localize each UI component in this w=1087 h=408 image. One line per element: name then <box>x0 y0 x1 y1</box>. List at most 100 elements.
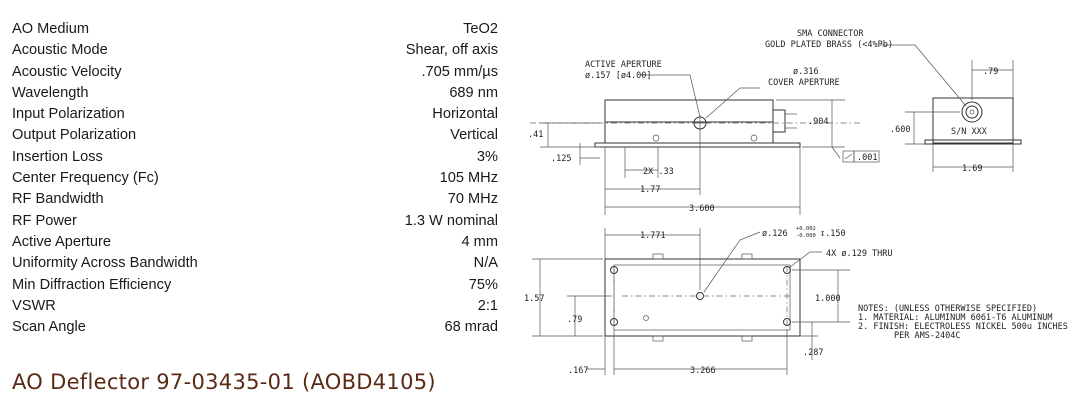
housing-top-outline <box>613 264 791 331</box>
spec-label: Input Polarization <box>12 106 125 123</box>
flatness-symbol <box>844 153 853 160</box>
spec-label: Acoustic Velocity <box>12 63 122 80</box>
notes-heading: NOTES: (UNLESS OTHERWISE SPECIFIED) <box>858 304 1037 314</box>
spec-value: 689 nm <box>449 84 498 101</box>
dim-079-top: .79 <box>983 67 998 77</box>
top-view: 1.771 ø.126 +0.002 -0.000 ↧.150 4X ø.129… <box>524 226 893 376</box>
mechanical-drawing: ACTIVE APERTURE ø.157 [ø4.00] ø.316 COVE… <box>524 29 1068 376</box>
sma-connector-label: SMA CONNECTOR <box>797 29 864 39</box>
flatness-value: .001 <box>857 153 877 163</box>
sma-connector-side <box>772 109 786 133</box>
spec-value: N/A <box>473 255 498 272</box>
dim-3600: 3.600 <box>689 204 715 214</box>
screw-head <box>652 134 660 142</box>
spec-value: Shear, off axis <box>405 42 498 59</box>
foot-tab <box>741 335 753 342</box>
flatness-leader <box>831 146 841 159</box>
spec-row: Output Polarization Vertical <box>12 125 498 146</box>
spec-value: 2:1 <box>477 297 498 314</box>
housing-end-outline <box>932 97 1014 144</box>
serial-label: S/N XXX <box>951 127 988 137</box>
base-plate-end <box>924 139 1022 145</box>
spec-row: Acoustic Velocity .705 mm/µs <box>12 62 498 83</box>
notes-spec: PER AMS-2404C <box>894 331 961 341</box>
spec-label: RF Power <box>12 212 77 229</box>
cover-aperture-leader <box>705 87 760 119</box>
dim-1000: 1.000 <box>815 294 841 304</box>
dim-079-bottom: .79 <box>567 315 582 325</box>
tapped-hole-leader <box>703 231 761 293</box>
spec-row: RF Power 1.3 W nominal <box>12 211 498 232</box>
sma-material-label: GOLD PLATED BRASS (<4%Pb) <box>765 40 893 50</box>
pin-hole <box>643 315 649 321</box>
sma-connector-leader <box>880 44 967 107</box>
spec-row: Active Aperture 4 mm <box>12 232 498 253</box>
tapped-hole-dia: ø.126 <box>762 229 788 239</box>
spec-value: Horizontal <box>432 106 498 123</box>
spec-label: VSWR <box>12 297 56 314</box>
spec-row: Min Diffraction Efficiency 75% <box>12 275 498 296</box>
spec-value: 68 mrad <box>444 319 498 336</box>
dim-0287: .287 <box>803 348 823 358</box>
dim-3266: 3.266 <box>690 366 716 376</box>
spec-value: 75% <box>468 276 498 293</box>
tapped-hole-depth: ↧.150 <box>820 229 846 239</box>
dim-041: .41 <box>528 130 543 140</box>
thru-hole-leader <box>789 251 822 268</box>
dim-0600: .600 <box>890 125 910 135</box>
sma-pin <box>969 109 975 115</box>
thru-hole-label: 4X ø.129 THRU <box>826 249 893 259</box>
spec-label: AO Medium <box>12 21 90 37</box>
product-title: AO Deflector 97-03435-01 (AOBD4105) <box>12 370 436 394</box>
foot-tab <box>652 335 664 342</box>
end-view: S/N XXX SMA CONNECTOR GOLD PLATED BRASS … <box>765 29 1022 174</box>
spec-value: Vertical <box>450 127 498 144</box>
spec-row: RF Bandwidth 70 MHz <box>12 189 498 210</box>
spec-value: 105 MHz <box>439 170 498 187</box>
spec-row: VSWR 2:1 <box>12 296 498 317</box>
dim-0167: .167 <box>568 366 588 376</box>
tapped-hole-tol-minus: -0.000 <box>796 233 816 239</box>
spec-value: 3% <box>476 148 498 165</box>
active-aperture-size: ø.157 [ø4.00] <box>585 71 652 81</box>
foot-tab <box>652 253 664 260</box>
spec-row: Input Polarization Horizontal <box>12 104 498 125</box>
spec-label: Uniformity Across Bandwidth <box>12 255 198 272</box>
screw-head <box>750 134 758 142</box>
dim-169: 1.69 <box>962 164 982 174</box>
spec-label: RF Bandwidth <box>12 191 104 208</box>
sma-connector-end <box>961 101 983 123</box>
cover-aperture-label: COVER APERTURE <box>768 78 840 88</box>
spec-value: 4 mm <box>461 233 498 250</box>
spec-label: Min Diffraction Efficiency <box>12 276 172 293</box>
sma-connector-inner <box>965 105 979 119</box>
spec-value: 1.3 W nominal <box>404 212 498 229</box>
spec-label: Active Aperture <box>12 233 111 250</box>
cover-aperture-size: ø.316 <box>793 67 819 77</box>
spec-label: Insertion Loss <box>12 148 103 165</box>
spec-label: Center Frequency (Fc) <box>12 170 159 187</box>
drawing-notes: NOTES: (UNLESS OTHERWISE SPECIFIED) 1. M… <box>858 304 1068 341</box>
side-view: ACTIVE APERTURE ø.157 [ø4.00] ø.316 COVE… <box>528 60 880 215</box>
active-aperture-leader <box>640 74 701 118</box>
dim-0904: .904 <box>808 117 828 127</box>
spec-label: Scan Angle <box>12 319 86 336</box>
dim-2x033: 2X .33 <box>643 167 674 177</box>
foot-tab <box>741 253 753 260</box>
spec-value: 70 MHz <box>447 191 498 208</box>
notes-finish: 2. FINISH: ELECTROLESS NICKEL 500u INCHE… <box>858 322 1068 332</box>
spec-row: Insertion Loss 3% <box>12 147 498 168</box>
spec-label: Output Polarization <box>12 127 137 144</box>
active-aperture-label: ACTIVE APERTURE <box>585 60 662 70</box>
tapped-hole-tol-plus: +0.002 <box>796 226 816 232</box>
base-plate-top-outline <box>604 258 801 337</box>
base-plate-side <box>594 142 801 148</box>
spec-row: Uniformity Across Bandwidth N/A <box>12 253 498 274</box>
spec-value: .705 mm/µs <box>421 63 498 80</box>
dim-0125: .125 <box>551 154 571 164</box>
dim-157: 1.57 <box>524 294 544 304</box>
